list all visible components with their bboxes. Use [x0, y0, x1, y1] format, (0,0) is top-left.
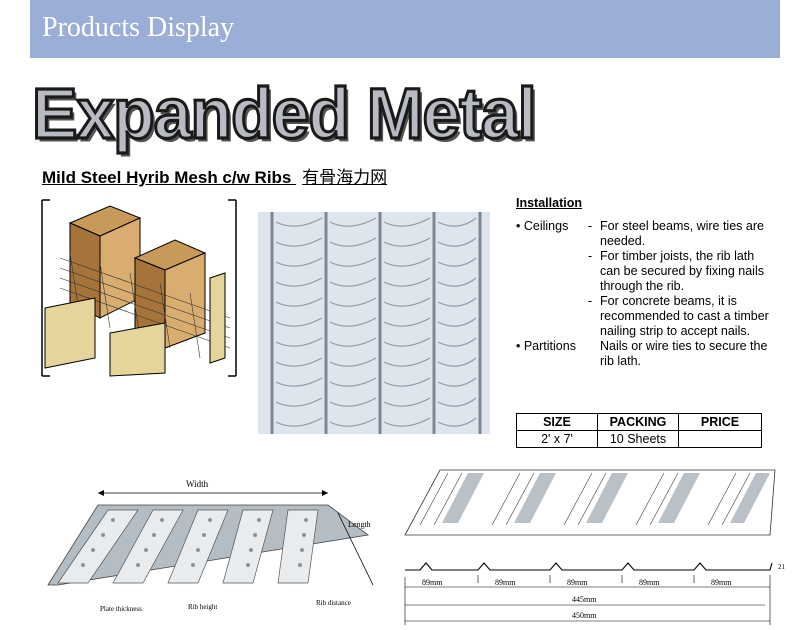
ceilings-label: • Ceilings: [516, 219, 569, 233]
rib-profile-diagram: 89mm 89mm 89mm 89mm 89mm 21 445mm 450mm: [404, 469, 786, 625]
spec-table: SIZE PACKING PRICE 2' x 7' 10 Sheets: [516, 413, 762, 448]
table-cell: [678, 430, 762, 448]
table-header: PACKING: [597, 413, 679, 431]
segment-label: 89mm: [422, 578, 443, 587]
rib-height-label: Rib height: [188, 603, 217, 611]
plate-thickness-label: Plate thickness: [100, 605, 142, 613]
length-label: Length: [348, 520, 371, 529]
segment-label: 89mm: [567, 578, 588, 587]
main-title: Expanded Metal: [31, 73, 539, 156]
installation-illustration: [41, 199, 237, 377]
segment-label: 89mm: [639, 578, 660, 587]
segment-label: 89mm: [495, 578, 516, 587]
ceilings-row: • Ceilings - For steel beams, wire ties …: [516, 219, 776, 249]
product-subtitle: Mild Steel Hyrib Mesh c/w Ribs 有骨海力网: [42, 163, 387, 188]
outer-width-label: 450mm: [572, 611, 597, 620]
header-bar: Products Display: [30, 0, 780, 58]
height-label: 21: [778, 563, 786, 571]
partitions-label: • Partitions: [516, 339, 576, 353]
ceilings-row: - For timber joists, the rib lath can be…: [516, 249, 776, 294]
rib-distance-label: Rib distance: [316, 599, 351, 607]
ceilings-item: For steel beams, wire ties are needed.: [600, 219, 764, 248]
ceilings-item: For timber joists, the rib lath can be s…: [600, 249, 764, 293]
header-title: Products Display: [42, 12, 235, 43]
table-header: SIZE: [516, 413, 598, 431]
installation-heading: Installation: [516, 196, 582, 210]
ceilings-item: For concrete beams, it is recommended to…: [600, 294, 769, 338]
installation-section: Installation • Ceilings - For steel beam…: [516, 196, 776, 369]
rib-mesh-photo: [258, 212, 490, 434]
table-header: PRICE: [678, 413, 762, 431]
segment-label: 89mm: [711, 578, 732, 587]
table-cell: 2' x 7': [516, 430, 598, 448]
table-cell: 10 Sheets: [597, 430, 679, 448]
partitions-text: Nails or wire ties to secure the rib lat…: [600, 339, 768, 368]
width-label: Width: [186, 479, 209, 489]
subtitle-english: Mild Steel Hyrib Mesh c/w Ribs: [42, 168, 292, 187]
partitions-row: • Partitions Nails or wire ties to secur…: [516, 339, 776, 369]
table-row: 2' x 7' 10 Sheets: [516, 430, 762, 448]
inner-width-label: 445mm: [572, 595, 597, 604]
ceilings-row: - For concrete beams, it is recommended …: [516, 294, 776, 339]
subtitle-chinese: 有骨海力网: [302, 168, 388, 188]
sheet-isometric-diagram: Width Length Plate thickness Rib height …: [47, 479, 374, 613]
